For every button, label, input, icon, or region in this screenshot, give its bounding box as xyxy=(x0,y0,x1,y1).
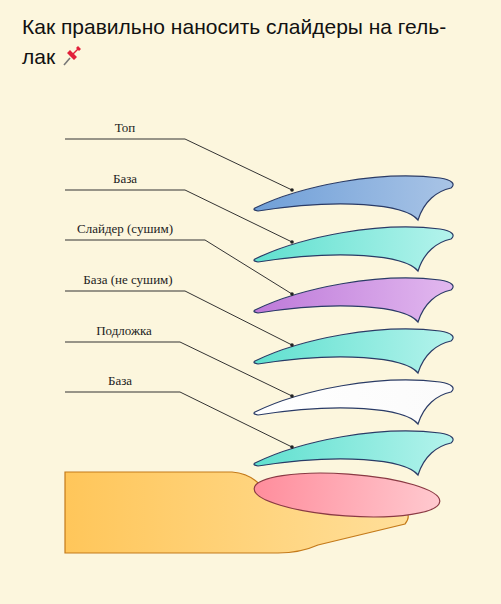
layer-label: Подложка xyxy=(96,323,152,338)
leader-line xyxy=(65,392,292,447)
base-layer xyxy=(254,329,453,373)
leader-line xyxy=(65,190,292,242)
title-block: Как правильно наносить слайдеры на гель-… xyxy=(22,12,462,72)
leader-line xyxy=(65,240,292,294)
white-underlay-layer xyxy=(254,380,453,424)
layer-label: База xyxy=(108,373,132,388)
leader-dot xyxy=(290,188,294,192)
leader-dot xyxy=(290,445,294,449)
nail-plate xyxy=(253,468,441,523)
base-layer xyxy=(254,227,453,271)
leader-line xyxy=(65,139,292,190)
leader-dot xyxy=(290,343,294,347)
layer-label: База xyxy=(113,171,137,186)
base-layer xyxy=(254,431,453,475)
title: Как правильно наносить слайдеры на гель-… xyxy=(22,15,446,68)
slider-layer xyxy=(254,278,453,322)
leader-dot xyxy=(290,240,294,244)
leader-line xyxy=(65,342,292,396)
leader-dot xyxy=(290,394,294,398)
layer-label: Слайдер (сушим) xyxy=(77,221,173,236)
leader-line xyxy=(65,291,292,345)
leader-dot xyxy=(290,292,294,296)
pin-icon xyxy=(61,45,83,67)
layer-label: Топ xyxy=(115,120,135,135)
top-layer xyxy=(254,176,453,220)
layer-label: База (не сушим) xyxy=(83,272,172,287)
